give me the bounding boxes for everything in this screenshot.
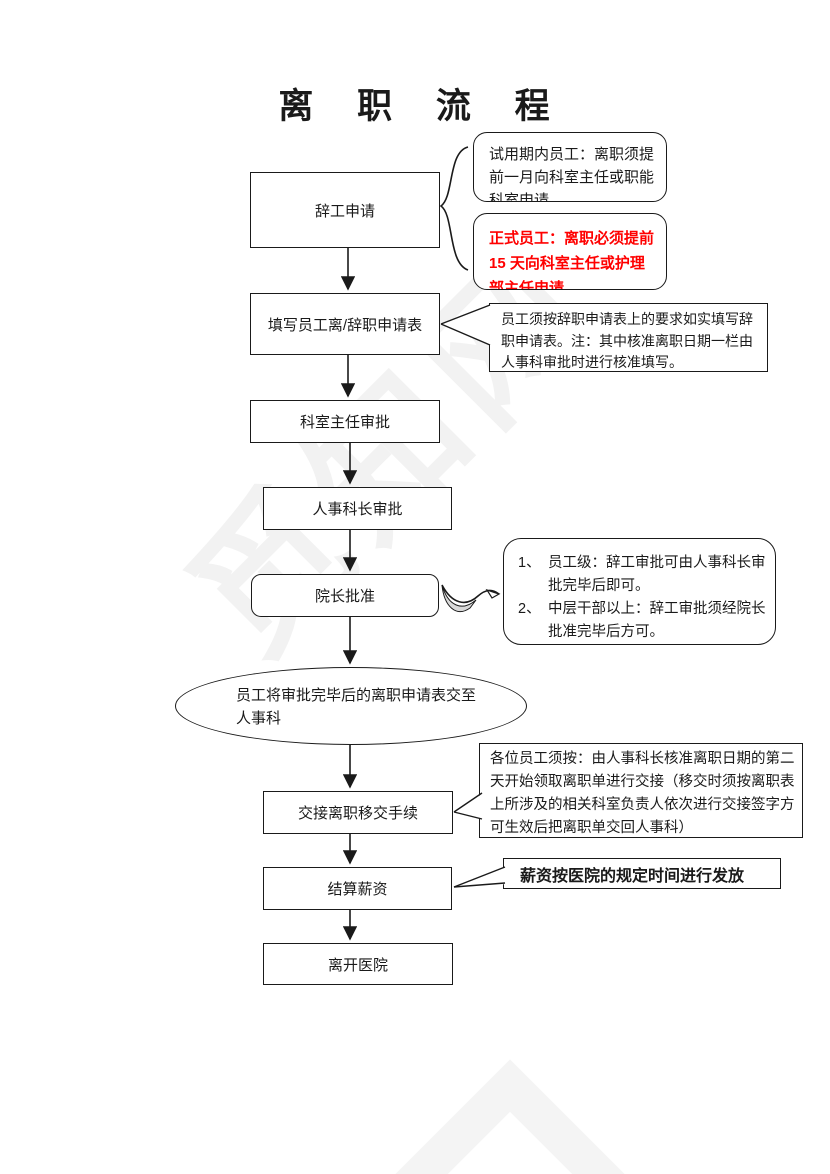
flow-node-resignation-request: 辞工申请 — [250, 172, 440, 248]
flow-node-submit-form-to-hr-label: 员工将审批完毕后的离职申请表交至人事科 — [236, 687, 477, 727]
curved-arrow-n5-noteD — [441, 584, 500, 604]
flow-node-dean-approval: 院长批准 — [251, 574, 439, 617]
callout-tail-noteF-top — [453, 866, 506, 888]
approval-rule-2-number: 2、 — [518, 601, 541, 617]
flow-node-handover-procedures: 交接离职移交手续 — [263, 791, 453, 834]
note-handover-instructions: 各位员工须按：由人事科长核准离职日期的第二天开始领取离职单进行交接（移交时须按离… — [479, 743, 803, 838]
approval-rule-2-text: 中层干部以上：辞工审批须经院长批准完毕后方可。 — [548, 601, 766, 640]
flow-node-department-head-approval: 科室主任审批 — [250, 400, 440, 443]
curved-arrow-n5-noteD-head — [485, 588, 501, 599]
brace-connector-n1-notes — [439, 146, 469, 271]
note-probation-employee: 试用期内员工：离职须提前一月向科室主任或职能科室申请 — [473, 132, 667, 202]
callout-tail-noteE-top — [453, 792, 483, 813]
watermark-logo-diamond — [354, 1059, 666, 1174]
note-formal-employee: 正式员工：离职必须提前15 天向科室主任或护理部主任申请 — [473, 213, 667, 290]
callout-tail-noteC-fill — [441, 304, 493, 346]
note-fill-form-instructions: 员工须按辞职申请表上的要求如实填写辞职申请表。注：其中核准离职日期一栏由人事科审… — [489, 303, 768, 372]
callout-tail-noteC-top — [440, 304, 491, 325]
note-approval-rules: 1、 员工级：辞工审批可由人事科长审批完毕后即可。 2、 中层干部以上：辞工审批… — [503, 538, 776, 645]
note-salary-payment: 薪资按医院的规定时间进行发放 — [503, 858, 781, 889]
flow-node-hr-chief-approval: 人事科长审批 — [263, 487, 452, 530]
flow-node-leave-hospital: 离开医院 — [263, 943, 453, 985]
callout-tail-noteC-bottom — [440, 323, 491, 346]
flow-node-fill-application-form: 填写员工离/辞职申请表 — [250, 293, 440, 355]
page-title: 离 职 流 程 — [278, 87, 552, 126]
flow-node-salary-settlement: 结算薪资 — [263, 867, 452, 910]
flow-node-submit-form-to-hr: 员工将审批完毕后的离职申请表交至人事科 — [175, 667, 527, 745]
curved-arrow-n5-noteD-shade — [441, 584, 477, 613]
approval-rule-2: 2、 中层干部以上：辞工审批须经院长批准完毕后方可。 — [518, 598, 767, 644]
approval-rule-1: 1、 员工级：辞工审批可由人事科长审批完毕后即可。 — [518, 552, 767, 598]
approval-rule-1-text: 员工级：辞工审批可由人事科长审批完毕后即可。 — [548, 555, 766, 594]
callout-tail-noteF-bottom — [453, 882, 506, 888]
watermark-logo-diamond-inner — [396, 1111, 624, 1174]
callout-tail-noteE-bottom — [453, 811, 483, 820]
callout-tail-noteF-fill — [454, 866, 508, 887]
approval-rule-1-number: 1、 — [518, 555, 541, 571]
